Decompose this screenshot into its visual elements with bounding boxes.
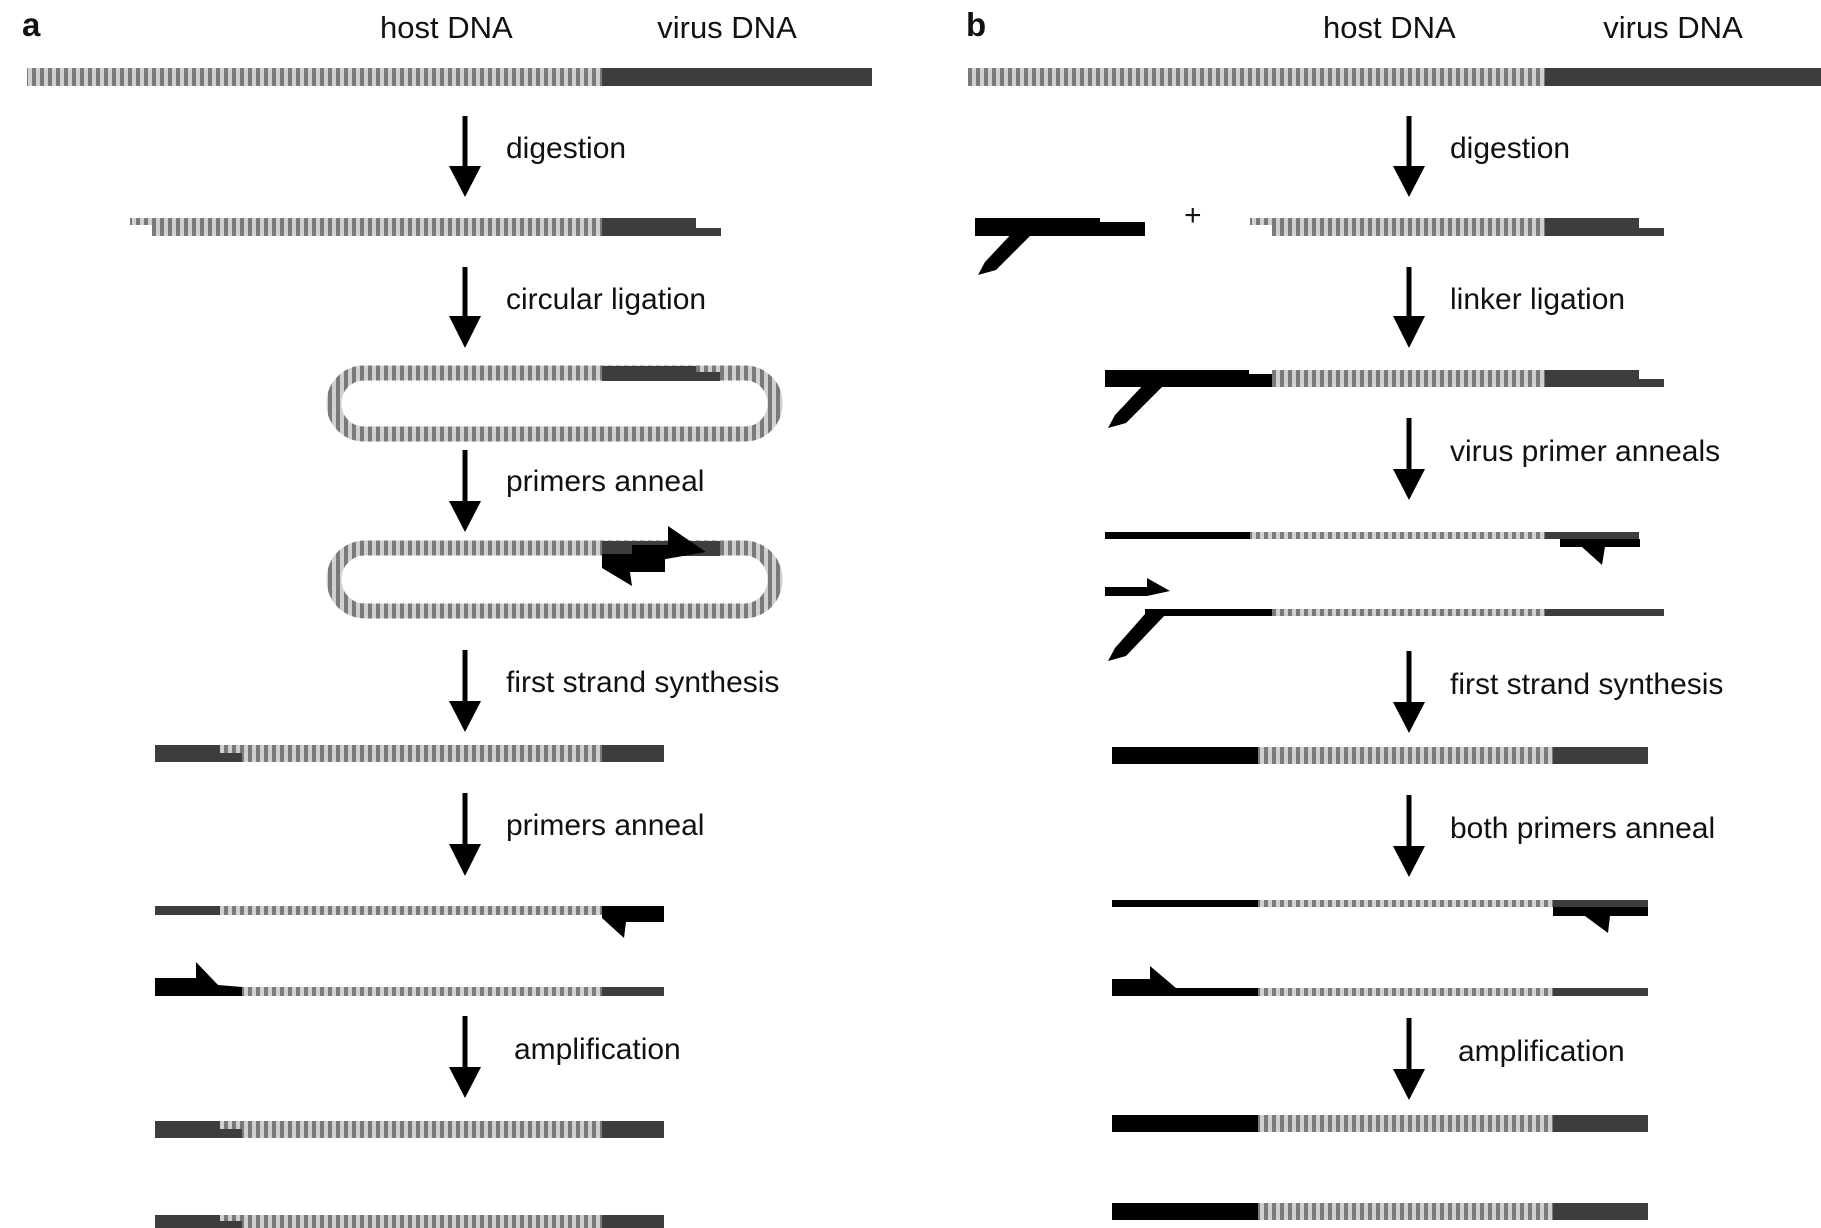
a-reverse-primer-2-icon xyxy=(602,906,664,938)
b-step-virus-primer: virus primer anneals xyxy=(1450,435,1720,468)
b-ligated-product xyxy=(1105,370,1664,428)
b-amplified-product-1 xyxy=(1112,1115,1648,1132)
a-annealed-strands xyxy=(155,906,664,996)
a-genomic-dna xyxy=(27,68,872,86)
a-arrow-amplification xyxy=(449,1016,481,1098)
a-arrow-circular-ligation xyxy=(449,267,481,348)
a-arrow-primers-anneal-1 xyxy=(449,450,481,532)
b-step-digestion: digestion xyxy=(1450,132,1570,165)
b-arrow-first-strand xyxy=(1393,651,1425,733)
a-step-circular-ligation: circular ligation xyxy=(506,283,706,316)
a-step-primers-anneal-1: primers anneal xyxy=(506,465,704,498)
b-step-first-strand: first strand synthesis xyxy=(1450,668,1723,701)
b-linker-primer-icon xyxy=(1105,578,1170,596)
panel-b-letter: b xyxy=(966,6,986,43)
b-virus-primer-icon xyxy=(1560,539,1640,565)
b-arrow-linker-ligation xyxy=(1393,267,1425,348)
b-step-linker-ligation: linker ligation xyxy=(1450,283,1625,316)
b-virus-primer-strands xyxy=(1105,532,1664,661)
a-digested-fragment xyxy=(130,218,721,236)
panel-a-letter: a xyxy=(22,6,41,43)
a-step-primers-anneal-2: primers anneal xyxy=(506,809,704,842)
a-amplified-product-1 xyxy=(155,1121,664,1138)
a-forward-primer-icon xyxy=(632,526,706,560)
a-first-strand-product xyxy=(155,745,664,762)
a-step-amplification: amplification xyxy=(514,1033,681,1066)
panel-a-host-label: host DNA xyxy=(380,10,513,45)
b-arrow-digestion xyxy=(1393,116,1425,197)
a-amplified-product-2 xyxy=(155,1215,664,1228)
b-arrow-virus-primer xyxy=(1393,418,1425,500)
a-circular-dna-primers xyxy=(326,526,783,619)
a-step-first-strand: first strand synthesis xyxy=(506,666,779,699)
b-linker-primer-2-icon xyxy=(1112,966,1176,988)
b-first-strand-product xyxy=(1112,747,1648,764)
a-reverse-primer-icon xyxy=(602,554,665,586)
b-genomic-dna xyxy=(968,68,1821,86)
b-step-both-primers: both primers anneal xyxy=(1450,812,1715,845)
a-arrow-digestion xyxy=(449,116,481,197)
b-both-primer-strands xyxy=(1112,900,1648,996)
b-arrow-amplification xyxy=(1393,1018,1425,1100)
a-forward-primer-2-icon xyxy=(155,962,242,996)
b-linker xyxy=(975,218,1145,275)
panel-b: b host DNA virus DNA digestion + xyxy=(966,6,1821,1220)
a-arrow-first-strand xyxy=(449,650,481,732)
b-plus-sign: + xyxy=(1184,199,1202,232)
a-step-digestion: digestion xyxy=(506,132,626,165)
b-digested-fragment xyxy=(1250,218,1664,236)
a-circular-dna xyxy=(326,365,783,442)
b-amplified-product-2 xyxy=(1112,1203,1648,1220)
b-arrow-both-primers xyxy=(1393,795,1425,877)
panel-b-host-label: host DNA xyxy=(1323,10,1456,45)
b-step-amplification: amplification xyxy=(1458,1035,1625,1068)
panel-a: a host DNA virus DNA digestion circular … xyxy=(22,6,872,1228)
panel-b-virus-label: virus DNA xyxy=(1603,10,1743,45)
panel-a-virus-label: virus DNA xyxy=(657,10,797,45)
b-virus-primer-2-icon xyxy=(1553,907,1648,933)
a-arrow-primers-anneal-2 xyxy=(449,793,481,876)
